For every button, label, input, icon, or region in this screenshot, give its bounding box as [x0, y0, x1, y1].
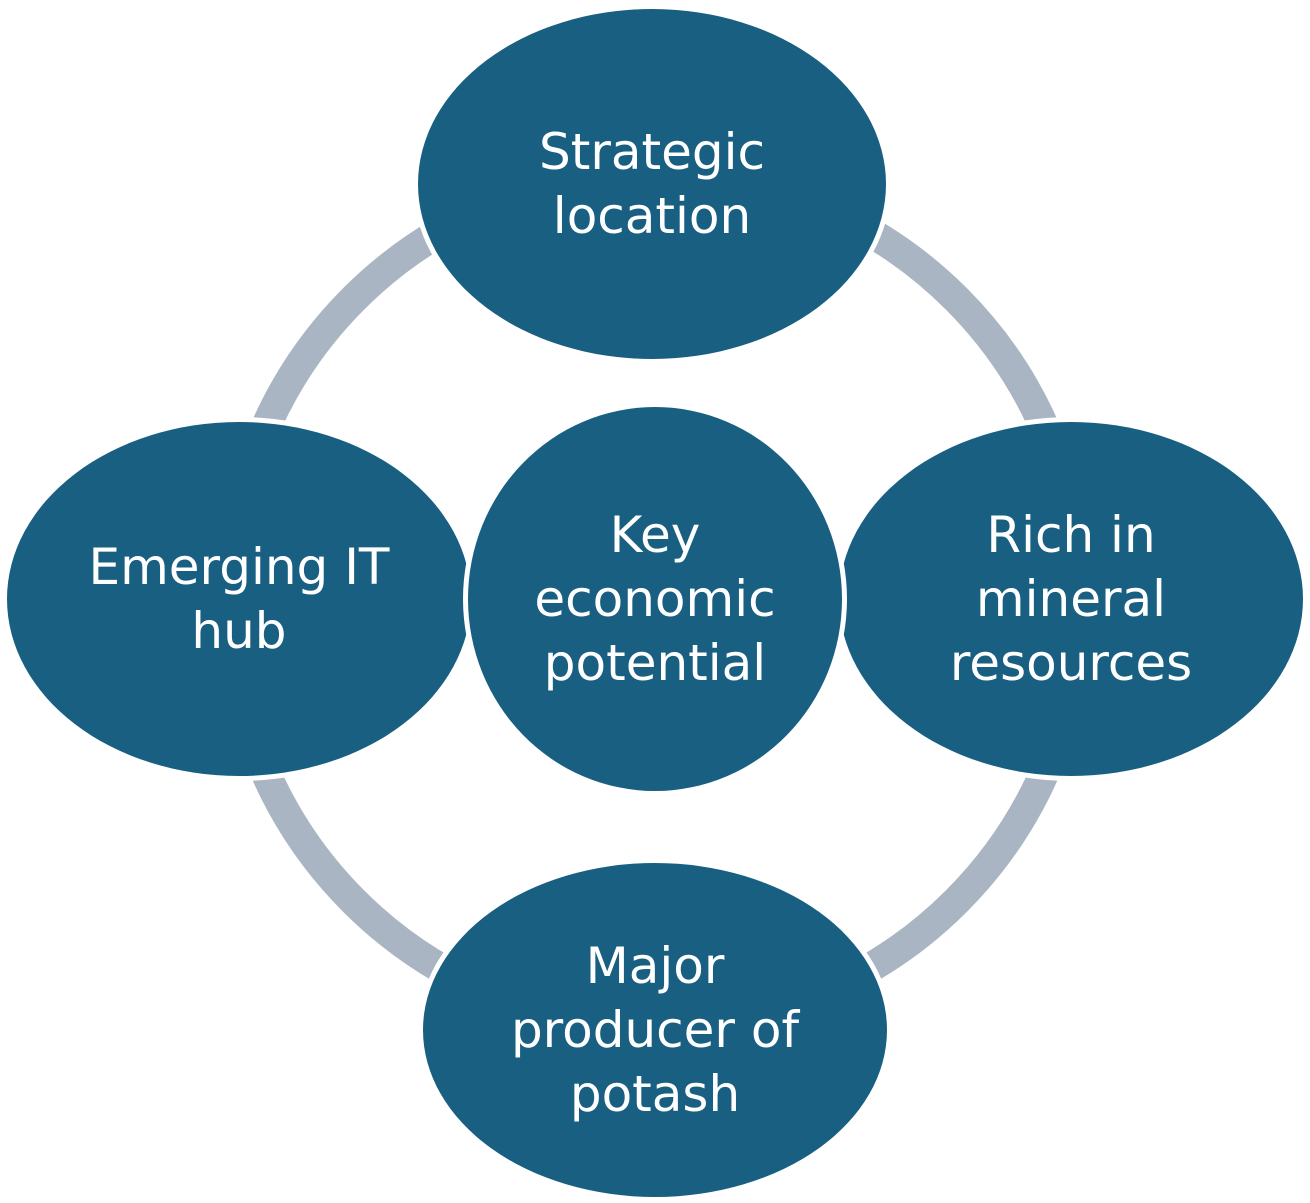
node-label-top: Strategic location [538, 123, 766, 245]
node-strategic-location: Strategic location [413, 4, 891, 364]
node-label-bottom: Major producer of potash [510, 937, 800, 1123]
center-node-label: Key economic potential [534, 506, 776, 692]
node-label-left: Emerging IT hub [88, 538, 390, 660]
node-rich-in-mineral-resources: Rich in mineral resources [834, 417, 1308, 781]
node-major-producer-of-potash: Major producer of potash [418, 858, 892, 1202]
node-label-right: Rich in mineral resources [949, 506, 1193, 692]
center-node-key-economic-potential: Key economic potential [463, 402, 847, 796]
node-emerging-it-hub: Emerging IT hub [2, 417, 476, 781]
